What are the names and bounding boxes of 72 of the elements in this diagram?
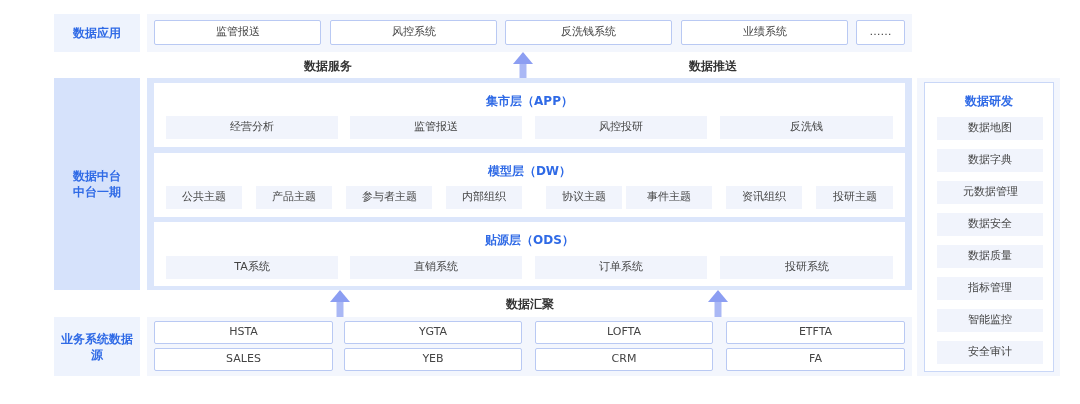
up-arrow [330, 290, 350, 317]
layer-title: 集市层（APP） [485, 93, 574, 110]
item-label: 智能监控 [968, 312, 1012, 329]
item-label: 直销系统 [414, 259, 458, 276]
system-box [535, 348, 713, 371]
row-label-panel [54, 78, 140, 290]
system-box [726, 321, 905, 344]
item-label: 风控投研 [599, 119, 643, 136]
item-label: FA [809, 351, 822, 368]
item-label: 投研系统 [784, 259, 829, 276]
item-label: 反洗钱系统 [561, 24, 616, 41]
system-box [505, 20, 672, 45]
item-label: 监管报送 [414, 119, 458, 136]
system-box [330, 20, 497, 45]
band-panel [147, 317, 912, 376]
item-label: 投研主题 [832, 189, 877, 206]
layer-title: 数据研发 [964, 93, 1014, 110]
system-box [154, 20, 321, 45]
item-label: 数据地图 [968, 120, 1012, 137]
item-label: 业绩系统 [742, 24, 787, 41]
item-label: 反洗钱 [790, 119, 823, 136]
item-label: …… [869, 24, 892, 41]
item-label: TA系统 [234, 259, 270, 276]
item-label: HSTA [229, 324, 258, 341]
row-title: 中台一期 [72, 184, 122, 200]
item-label: 协议主题 [562, 189, 606, 206]
item-label: 元数据管理 [962, 184, 1018, 201]
layer-title: 模型层（DW） [486, 163, 573, 180]
layer-panel [154, 83, 905, 147]
system-box [856, 20, 905, 45]
row-title: 业务系统数据源 [60, 330, 134, 363]
up-arrow [708, 290, 728, 317]
up-arrow [513, 52, 533, 78]
flow-label: 数据服务 [304, 58, 352, 75]
system-box [154, 348, 333, 371]
system-box [154, 321, 333, 344]
flow-label: 数据汇聚 [506, 296, 554, 313]
band-panel [147, 14, 912, 52]
item-label: 参与者主题 [361, 189, 417, 206]
band-panel [147, 78, 912, 290]
system-box [681, 20, 848, 45]
layer-panel [154, 222, 905, 286]
item-label: 经营分析 [230, 119, 274, 136]
layer-title: 贴源层（ODS） [484, 232, 575, 249]
system-box [344, 321, 522, 344]
item-label: YEB [422, 351, 444, 368]
item-label: 安全审计 [968, 344, 1012, 361]
item-label: ETFTA [798, 324, 833, 341]
item-label: 内部组织 [462, 189, 506, 206]
item-label: YGTA [418, 324, 448, 341]
system-box [344, 348, 522, 371]
item-label: 资讯组织 [742, 189, 786, 206]
system-box [535, 321, 713, 344]
system-box [726, 348, 905, 371]
item-label: 公共主题 [182, 189, 226, 206]
item-label: 事件主题 [647, 189, 691, 206]
item-label: 指标管理 [968, 280, 1012, 297]
item-label: LOFTA [607, 324, 641, 341]
item-label: 风控系统 [391, 24, 436, 41]
row-title: 数据中台 [72, 168, 122, 184]
item-label: 数据安全 [968, 216, 1012, 233]
item-label: 产品主题 [272, 189, 316, 206]
side-panel [924, 82, 1054, 372]
item-label: 订单系统 [599, 259, 643, 276]
flow-label: 数据推送 [689, 58, 737, 75]
item-label: CRM [611, 351, 637, 368]
item-label: 数据质量 [968, 248, 1012, 265]
row-title: 数据应用 [72, 25, 122, 41]
layer-panel [154, 153, 905, 217]
item-label: 数据字典 [968, 152, 1012, 169]
item-label: SALES [226, 351, 261, 368]
item-label: 监管报送 [215, 24, 260, 41]
